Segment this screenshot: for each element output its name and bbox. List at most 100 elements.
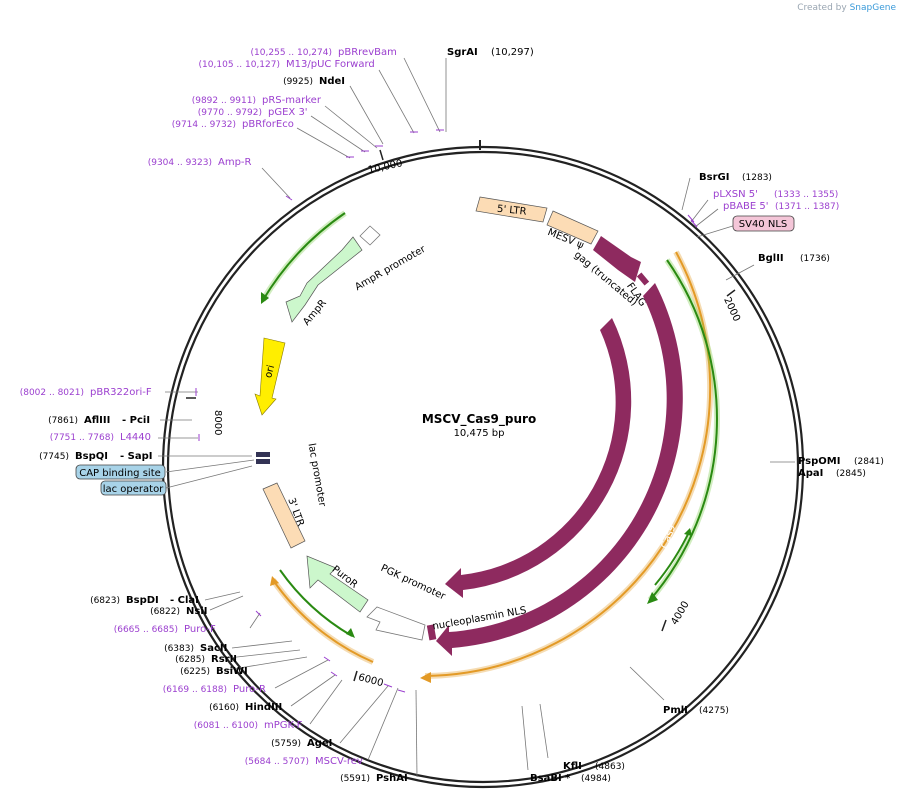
label-plxsn: pLXSN 5' [713,189,758,200]
label-l4440-pos: (7751 .. 7768) [50,433,114,443]
label-ampr-primer-pos: (9304 .. 9323) [148,158,212,168]
label-bsiwi: BsiWI [216,666,248,677]
label-pbabe: pBABE 5' [723,201,769,212]
label-bspqi-pos: (7745) [39,452,69,462]
tick-4000 [661,619,667,632]
label-mpgkf: mPGK-F [264,720,303,731]
label-purof: Puro-F [184,624,216,635]
tick-10000 [379,149,384,161]
orf-orange-left-arrowhead [270,576,279,586]
feature-ori [254,337,286,416]
label-kfli-pos: (4863) [595,762,625,772]
label-puror-primer-pos: (6169 .. 6188) [163,685,227,695]
feature-cas9-outer-label: Cas9 [659,523,678,550]
feature-cap-mark [256,459,270,464]
label-pgex-pos: (9770 .. 9792) [198,108,262,118]
tick-label-6000: 6000 [357,672,384,689]
label-m13-pos: (10,105 .. 10,127) [199,60,280,70]
orf-orange-outer [424,251,712,677]
orf-green-left [279,569,353,637]
orf-green-left-arrowhead [346,628,355,638]
label-bspdi-pos: (6823) [90,596,120,606]
orf-green-outer [649,259,718,601]
orf-green-short-arrowhead [684,528,692,536]
feature-lac-operator-mark [256,452,270,457]
label-purof-pos: (6665 .. 6685) [114,625,178,635]
tick-label-8000: 8000 [212,410,223,435]
tick-label-4000: 4000 [669,600,691,628]
feature-pgk-promoter [366,606,426,641]
feature-ltr5-label: 5' LTR [496,204,527,218]
label-bglii-pos: (1736) [800,254,830,264]
feature-gag [593,236,641,282]
label-pmli: PmlI [663,705,688,716]
label-pmli-pos: (4275) [699,706,729,716]
feature-ori-label: ori [263,364,277,379]
label-sv40-box [732,215,795,232]
label-pbrforeco-pos: (9714 .. 9732) [172,120,236,130]
label-pspomi: PspOMI [798,456,840,467]
label-cap-box [75,464,166,480]
label-plxsn-pos: (1333 .. 1355) [774,190,838,200]
label-pbabe-pos: (1371 .. 1387) [775,202,839,212]
feature-ampr [285,236,363,323]
tick-6000 [353,670,358,682]
label-rsrii-pos: (6285) [175,655,205,665]
orf-green-ul-halo [260,210,347,302]
label-bspdi: BspDI [126,595,159,606]
label-prs: pRS-marker [262,95,322,106]
label-rsrii: RsrII [211,654,237,665]
label-pbr322-pos: (8002 .. 8021) [20,388,84,398]
feature-nucleoplasmin-nls [426,624,437,641]
label-nsii-pos: (6822) [150,607,180,617]
tick-label-10000: 10,000 [367,158,404,176]
label-agei: AgeI [307,738,332,749]
plasmid-length: 10,475 bp [454,428,505,439]
tick-2000 [726,289,736,297]
label-hindiii: HindIII [245,702,282,713]
label-sgrai-pos: (10,297) [491,47,534,58]
label-apai-pos: (2845) [836,469,866,479]
label-bsabi: BsaBI * [530,773,571,784]
label-sv40: SV40 NLS [739,219,788,230]
feature-ampr-promoter [359,225,381,246]
label-sacii: SacII [200,643,227,654]
backbone-inner [166,150,800,784]
label-hindiii-pos: (6160) [209,703,239,713]
orf-orange-left [272,579,374,663]
feature-cas9-inner [445,318,632,598]
feature-puror [306,555,369,613]
label-mscvrev: MSCV-rev [315,756,363,767]
orf-orange-left-halo [270,578,375,665]
label-bglii: BglII [758,253,784,264]
tick-label-2000: 2000 [721,296,742,324]
label-ampr-primer: Amp-R [218,157,252,168]
label-cap: CAP binding site [79,468,161,479]
feature-flag [636,272,650,286]
label-pshai-pos: (5591) [340,774,370,784]
plasmid-name: MSCV_Cas9_puro [422,412,536,427]
label-bsrgi-pos: (1283) [742,173,772,183]
label-bsabi-pos: (4984) [581,774,611,784]
orf-orange-arrowhead [420,672,431,683]
label-sgrai: SgrAI [447,47,478,58]
label-prs-pos: (9892 .. 9911) [192,96,256,106]
orf-green-upper-left [262,212,346,301]
primer-markers [195,129,698,693]
orf-green-ul-arrowhead [261,292,269,304]
label-pcii: - PciI [122,415,150,426]
feature-cas9-inner-label: Cas9 [612,493,631,520]
label-lacop-box [100,480,167,496]
label-nsii: NsiI [186,606,207,617]
leader-lines [158,57,795,778]
label-pgex: pGEX 3' [268,107,308,118]
snapgene-credit: Created by SnapGene [797,3,896,13]
label-pbrforeco: pBRforEco [242,119,294,130]
label-pbrrevbam: pBRrevBam [338,47,397,58]
label-agei-pos: (5759) [271,739,301,749]
label-mpgkf-pos: (6081 .. 6100) [194,721,258,731]
feature-cas9-outer [436,283,683,656]
label-ndei: NdeI [319,76,345,87]
label-pbrrevbam-pos: (10,255 .. 10,274) [251,48,332,58]
